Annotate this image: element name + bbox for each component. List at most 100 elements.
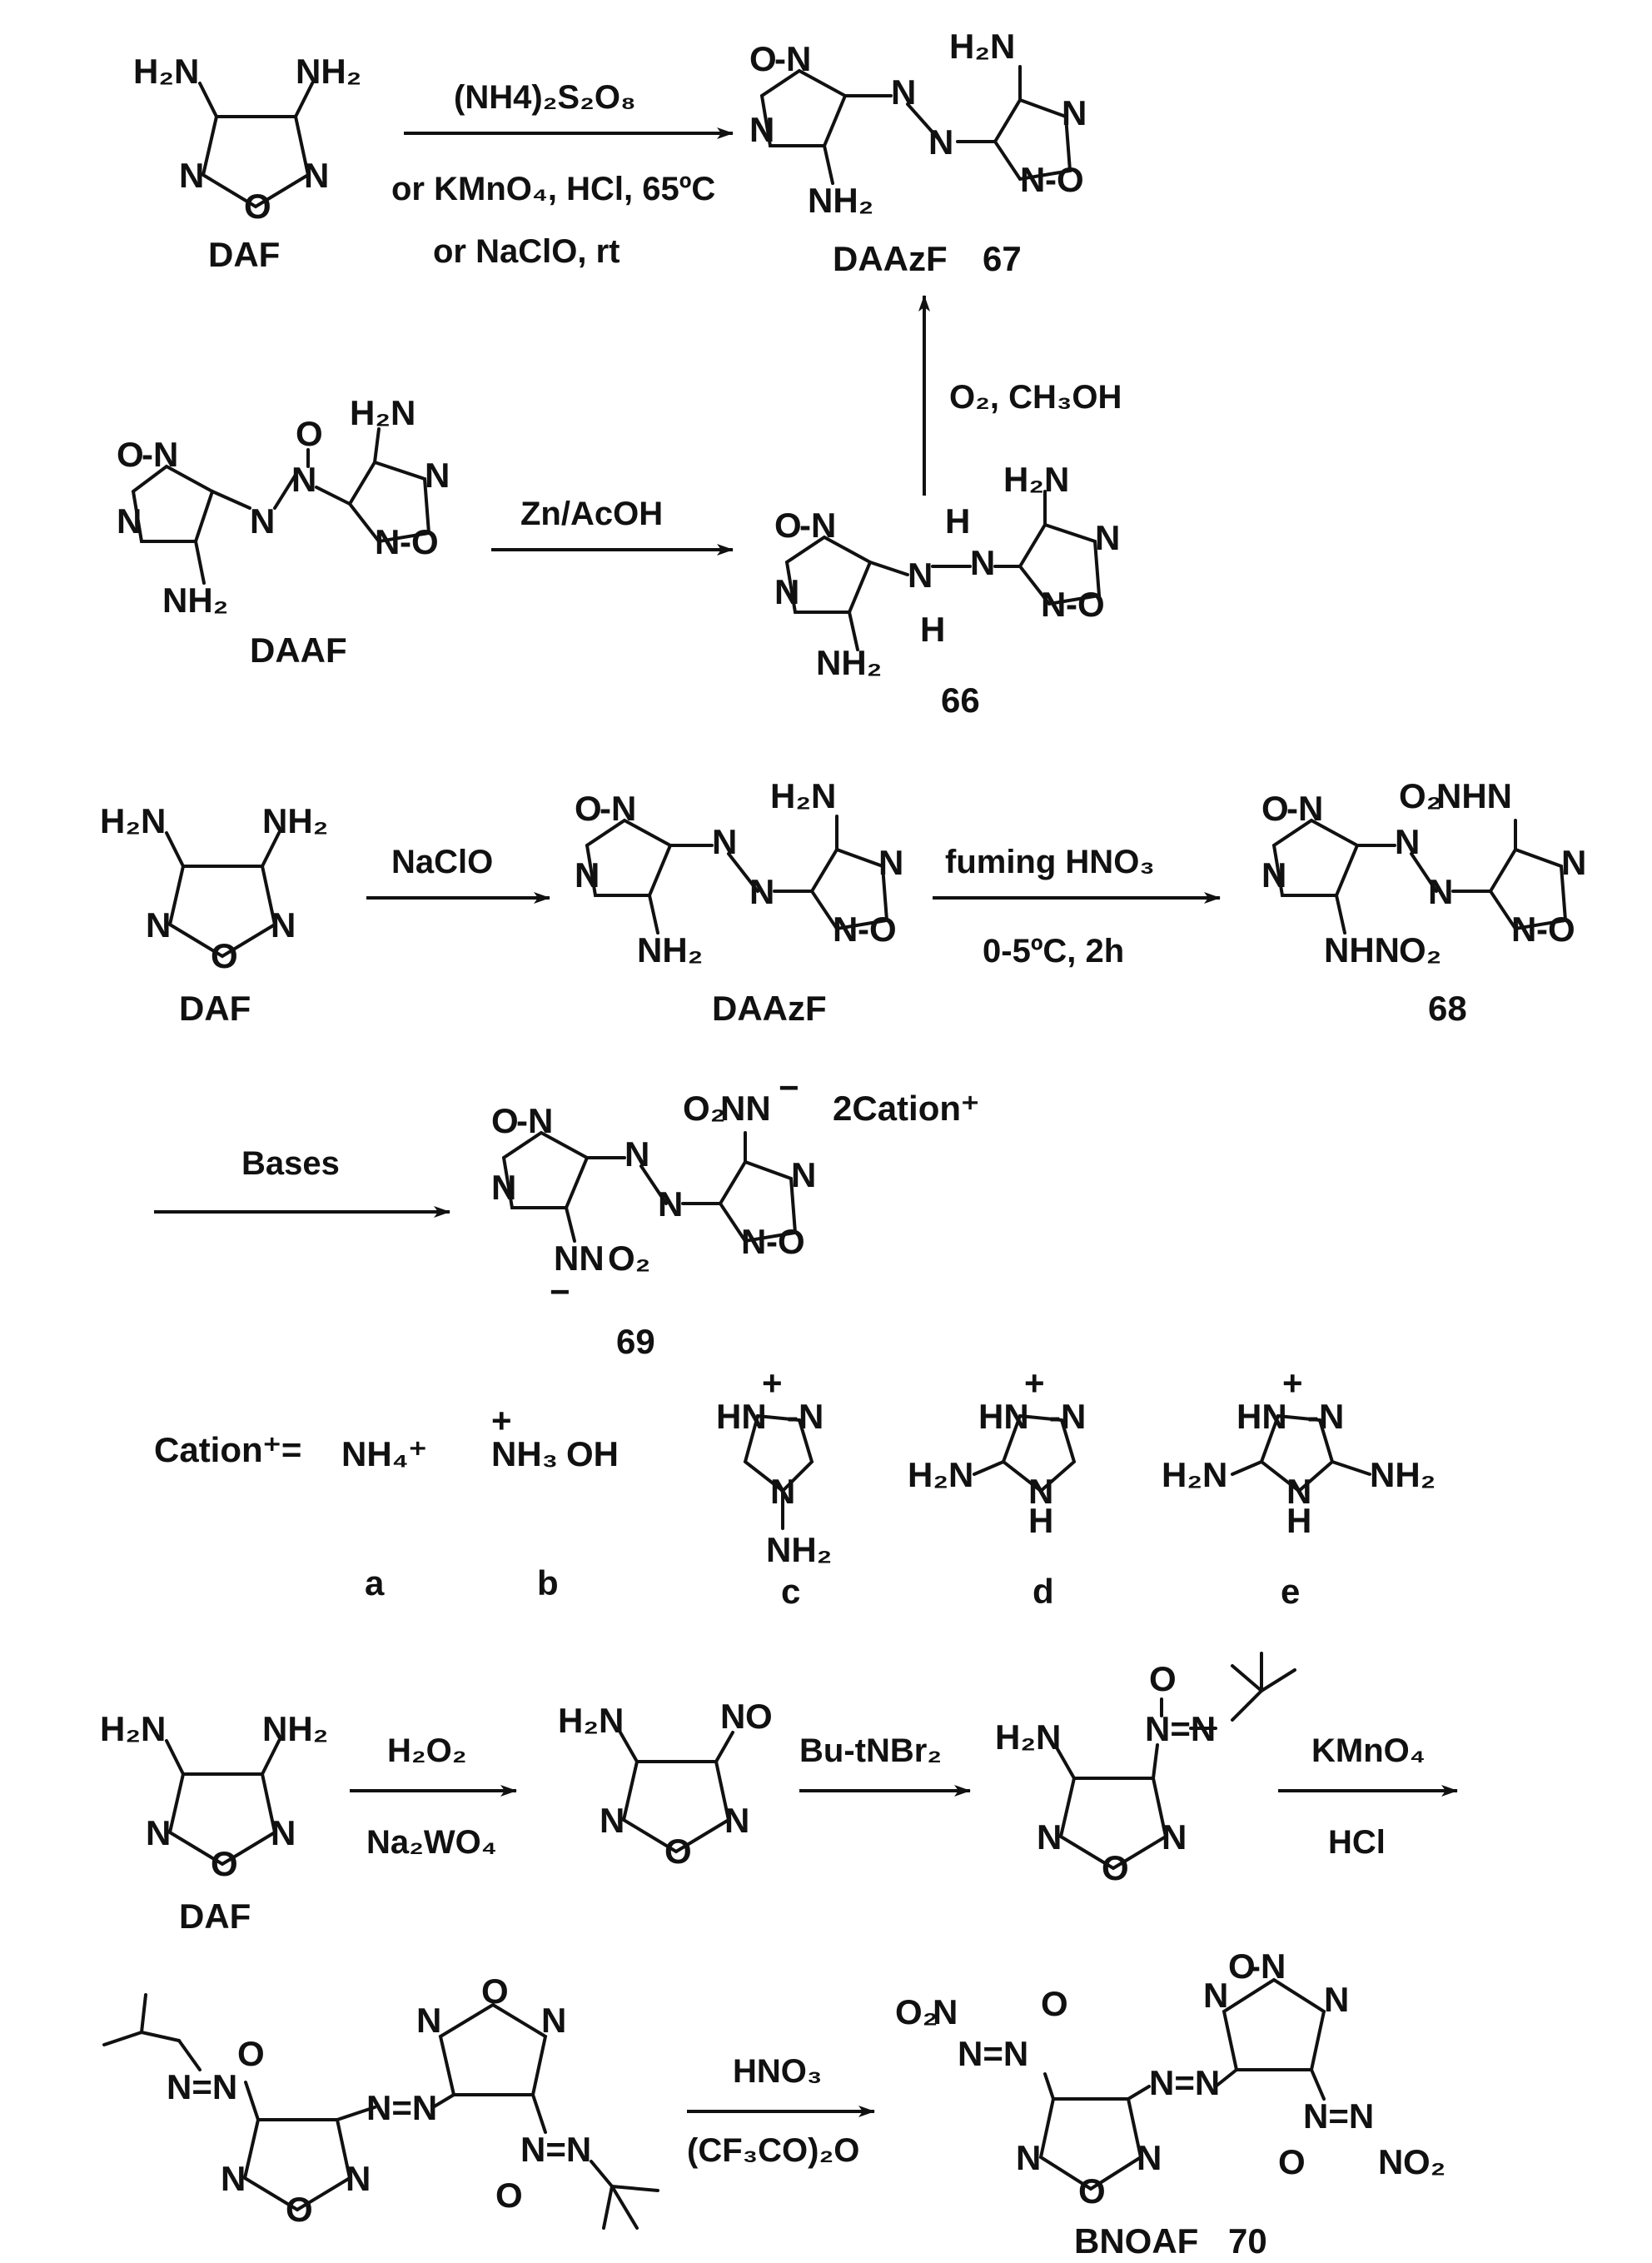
svg-text:HN: HN	[716, 1397, 767, 1436]
svg-text:N=N: N=N	[1149, 2063, 1220, 2102]
svg-text:N: N	[1395, 822, 1420, 861]
svg-text:-N: -N	[1286, 789, 1323, 828]
svg-text:N=N: N=N	[1145, 1709, 1216, 1748]
svg-text:O: O	[1102, 1848, 1129, 1887]
svg-text:O: O	[286, 2190, 313, 2229]
svg-text:N: N	[1028, 1472, 1053, 1511]
svg-text:-N: -N	[516, 1101, 553, 1140]
svg-text:NH₃: NH₃	[491, 1434, 558, 1473]
svg-text:NH₂: NH₂	[1370, 1455, 1436, 1494]
svg-text:O: O	[117, 435, 144, 474]
svg-text:-O: -O	[1536, 910, 1575, 949]
svg-text:N: N	[1095, 518, 1120, 557]
svg-text:NHN: NHN	[1436, 776, 1512, 815]
condition-r5-bot: 0-5ºC, 2h	[983, 933, 1124, 970]
svg-text:-N: -N	[799, 506, 836, 545]
svg-text:-O: -O	[1066, 585, 1105, 624]
svg-text:-O: -O	[766, 1222, 805, 1261]
svg-text:N: N	[117, 501, 142, 541]
svg-text:O: O	[749, 39, 777, 78]
daazf-67-name: DAAzF	[833, 239, 948, 278]
svg-text:N=N: N=N	[167, 2067, 237, 2106]
svg-text:N: N	[741, 1222, 766, 1261]
svg-text:-O: -O	[1045, 160, 1084, 199]
daf-label-1: DAF	[208, 235, 280, 274]
svg-text:O₂: O₂	[1399, 930, 1441, 970]
daf-molecule-2: H₂N NH₂ N N O	[100, 801, 328, 975]
svg-text:O₂: O₂	[683, 1089, 725, 1128]
svg-text:OH: OH	[566, 1434, 619, 1473]
svg-text:N: N	[250, 501, 275, 541]
svg-text:HN: HN	[1237, 1397, 1287, 1436]
daazf-label: DAAzF	[712, 989, 827, 1028]
svg-text:N: N	[1041, 585, 1066, 624]
svg-text:N=N: N=N	[958, 2034, 1028, 2073]
svg-text:N=N: N=N	[520, 2130, 591, 2169]
cation-b: + NH₃ OH	[491, 1401, 619, 1473]
svg-text:N: N	[541, 2001, 566, 2040]
svg-text:N: N	[1286, 1472, 1311, 1511]
svg-text:NH₂: NH₂	[262, 801, 328, 840]
svg-text:O: O	[1149, 1659, 1177, 1698]
svg-text:H₂N: H₂N	[350, 393, 415, 432]
svg-text:N: N	[346, 2159, 371, 2198]
svg-text:O: O	[745, 1697, 773, 1736]
cation-letter-e: e	[1281, 1572, 1300, 1611]
daf-molecule-3: H₂N NH₂ N N O	[100, 1709, 328, 1883]
compound-69-molecule: O -N N N N O₂ NN − N N -O NN O₂ −	[491, 1068, 816, 1311]
svg-text:O: O	[491, 1101, 519, 1140]
svg-text:O: O	[1278, 2142, 1306, 2181]
svg-text:H₂N: H₂N	[770, 776, 836, 815]
svg-text:N: N	[928, 122, 953, 162]
daaf-molecule: O -N N O N N H₂N N N -O NH₂	[117, 393, 450, 620]
cation-e: HN + -N H₂N NH₂ N H	[1162, 1363, 1436, 1540]
bnoaf-70-molecule: O₂ N N=N O N N O N=N N O -N N N=N O N O₂	[895, 1946, 1446, 2211]
svg-text:H₂N: H₂N	[995, 1717, 1061, 1757]
svg-text:N: N	[179, 156, 204, 195]
condition-r5-top: fuming HNO₃	[945, 844, 1155, 880]
svg-text:N: N	[1062, 93, 1087, 132]
compound-67-number: 67	[983, 239, 1022, 278]
daazf-molecule: O -N N N N H₂N N N -O NH₂	[575, 776, 903, 970]
svg-text:NN: NN	[554, 1239, 605, 1278]
svg-text:O: O	[1261, 789, 1289, 828]
daazf-67-molecule: O -N N N N NH₂ H₂N N N -O	[749, 27, 1087, 220]
svg-text:N: N	[770, 1472, 795, 1511]
condition-r9-top: KMnO₄	[1311, 1732, 1426, 1769]
svg-text:N: N	[291, 460, 316, 499]
svg-text:N: N	[221, 2159, 246, 2198]
svg-text:-N: -N	[142, 435, 178, 474]
svg-text:O: O	[774, 506, 802, 545]
svg-text:N: N	[749, 110, 774, 149]
svg-text:N: N	[774, 572, 799, 611]
condition-r1-mid: or KMnO₄, HCl, 65ºC	[391, 171, 715, 207]
compound-69-number: 69	[616, 1322, 655, 1361]
condition-r8: Bu-tNBr₂	[799, 1732, 942, 1769]
svg-text:N: N	[720, 1697, 745, 1736]
condition-r6: Bases	[241, 1145, 340, 1182]
svg-text:N: N	[833, 910, 858, 949]
svg-text:O₂: O₂	[1399, 776, 1441, 815]
svg-text:N: N	[146, 905, 171, 945]
cation-letter-b: b	[537, 1563, 559, 1603]
svg-text:HN: HN	[978, 1397, 1029, 1436]
svg-text:-N: -N	[1249, 1946, 1286, 1986]
svg-text:N: N	[1020, 160, 1045, 199]
svg-text:N: N	[1428, 872, 1453, 911]
svg-text:N: N	[1378, 2142, 1403, 2181]
condition-r1-top: (NH4)₂S₂O₈	[454, 79, 636, 116]
cation-a: NH₄⁺	[341, 1434, 427, 1473]
svg-text:O: O	[296, 414, 323, 453]
svg-text:+: +	[1024, 1363, 1045, 1403]
two-cation-label: 2Cation⁺	[833, 1089, 979, 1128]
svg-text:H₂N: H₂N	[949, 27, 1015, 66]
condition-r4: NaClO	[391, 844, 493, 880]
svg-text:N: N	[1561, 843, 1586, 882]
svg-text:−: −	[550, 1272, 570, 1311]
condition-r10-top: HNO₃	[733, 2053, 822, 2090]
svg-text:H₂N: H₂N	[100, 1709, 166, 1748]
svg-text:N: N	[304, 156, 329, 195]
svg-text:N: N	[1016, 2138, 1041, 2177]
condition-r10-bot: (CF₃CO)₂O	[687, 2132, 859, 2169]
bnoaf-name: BNOAF	[1074, 2221, 1198, 2261]
